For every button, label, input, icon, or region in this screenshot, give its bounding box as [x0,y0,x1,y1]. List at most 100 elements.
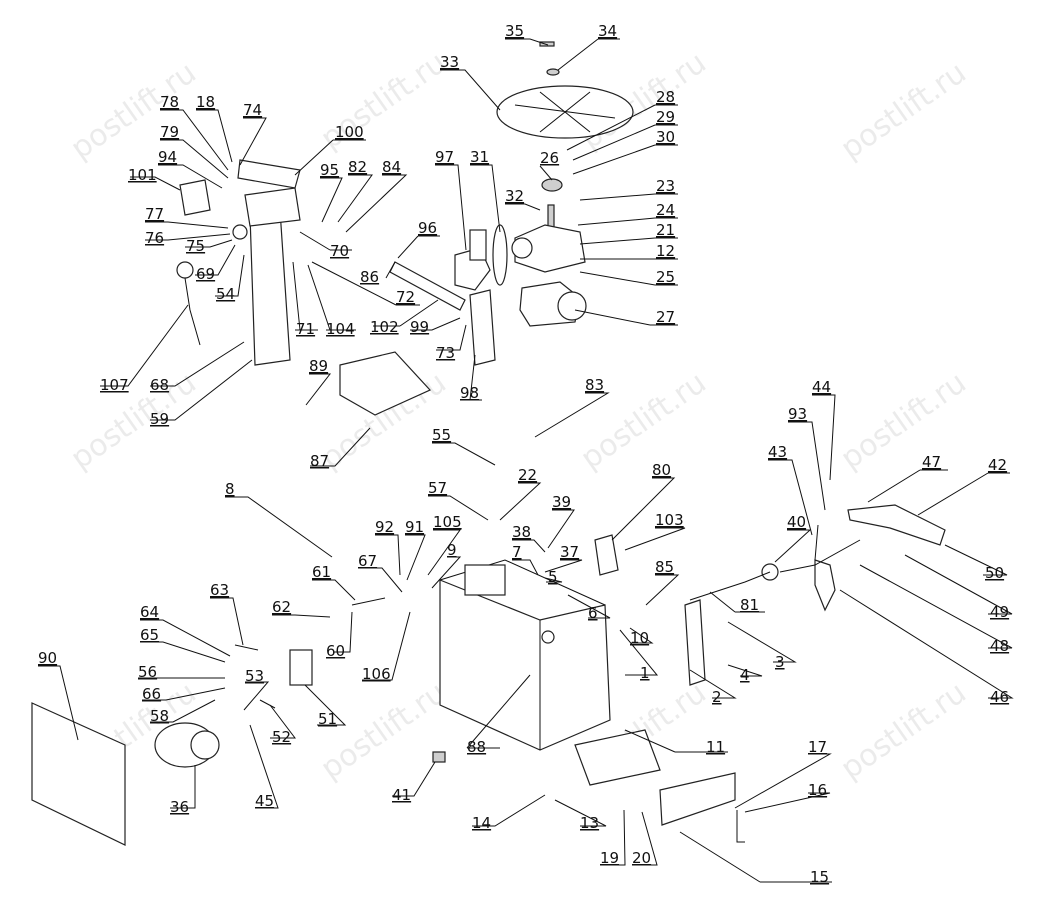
callout-23: 23 [656,177,675,195]
callout-92: 92 [375,518,394,536]
callout-41: 41 [392,786,411,804]
callout-18: 18 [196,93,215,111]
small-block [432,751,446,763]
callout-31: 31 [470,148,489,166]
callout-13: 13 [580,814,599,832]
pulley [511,237,533,259]
callout-76: 76 [145,229,164,247]
drive-belt [492,224,508,286]
callout-44: 44 [812,378,831,396]
bracket-box [179,179,211,216]
callout-103: 103 [655,511,684,529]
callout-90: 90 [38,649,57,667]
callout-labels: 35 34 33 28 29 30 26 23 32 24 21 12 25 2… [38,22,1009,886]
callout-101: 101 [128,166,157,184]
callout-61: 61 [312,563,331,581]
callout-2: 2 [712,688,722,706]
callout-30: 30 [656,128,675,146]
callout-91: 91 [405,518,424,536]
callout-70: 70 [330,242,349,260]
pin [539,41,555,47]
callout-4: 4 [740,666,750,684]
watermark: postlift.ru [315,675,453,786]
callout-47: 47 [922,453,941,471]
rod-61 [351,597,386,606]
pedal-assembly [574,729,661,786]
callout-21: 21 [656,221,675,239]
callout-100: 100 [335,123,364,141]
callout-37: 37 [560,543,579,561]
bead-breaker-arm [847,504,946,546]
callout-32: 32 [505,187,524,205]
rod-52 [259,699,276,709]
callout-93: 93 [788,405,807,423]
callout-60: 60 [326,642,345,660]
callout-17: 17 [808,738,827,756]
callout-67: 67 [358,552,377,570]
callout-79: 79 [160,123,179,141]
callout-55: 55 [432,426,451,444]
callout-89: 89 [309,357,328,375]
callout-96: 96 [418,219,437,237]
turntable-jaws [514,91,616,133]
blade-arm [814,524,819,561]
callout-52: 52 [272,728,291,746]
callout-51: 51 [318,710,337,728]
callout-83: 83 [585,376,604,394]
callout-7: 7 [512,543,522,561]
callout-19: 19 [600,849,619,867]
bead-breaker-blade [814,559,836,612]
pressure-gauge [232,224,248,240]
callout-68: 68 [150,376,169,394]
callout-86: 86 [360,268,379,286]
callout-28: 28 [656,88,675,106]
cover-plate [237,159,301,189]
callout-24: 24 [656,201,675,219]
callout-85: 85 [655,558,674,576]
callout-25: 25 [656,268,675,286]
callout-14: 14 [472,814,491,832]
callout-80: 80 [652,461,671,479]
inflation-gauge [176,261,194,279]
parts-layer [31,41,946,846]
callout-36: 36 [170,798,189,816]
callout-78: 78 [160,93,179,111]
callout-94: 94 [158,148,177,166]
callout-53: 53 [245,667,264,685]
callout-88: 88 [467,738,486,756]
callout-62: 62 [272,598,291,616]
callout-98: 98 [460,384,479,402]
callout-107: 107 [100,376,129,394]
watermark: postlift.ru [65,55,203,166]
callout-63: 63 [210,581,229,599]
air-cylinder [289,649,313,686]
callout-104: 104 [326,320,355,338]
callout-59: 59 [150,410,169,428]
leader-lines [38,38,1014,883]
shaft [547,204,555,228]
callout-64: 64 [140,603,159,621]
base-cabinet [439,579,611,751]
callout-33: 33 [440,53,459,71]
callout-27: 27 [656,308,675,326]
callout-102: 102 [370,318,399,336]
callout-40: 40 [787,513,806,531]
cabinet-edges [439,559,606,750]
callout-1: 1 [640,664,650,682]
callout-77: 77 [145,205,164,223]
callout-49: 49 [990,603,1009,621]
callout-87: 87 [310,452,329,470]
callout-74: 74 [243,101,262,119]
callout-56: 56 [138,663,157,681]
callout-6: 6 [588,604,598,622]
mounting-plate [684,599,706,686]
cabinet-top-box [464,564,506,596]
tower-column [249,209,291,366]
watermark: postlift.ru [835,55,973,166]
pedal-cover [659,772,736,826]
callout-22: 22 [518,466,537,484]
callout-5: 5 [548,568,558,586]
callout-3: 3 [775,653,785,671]
